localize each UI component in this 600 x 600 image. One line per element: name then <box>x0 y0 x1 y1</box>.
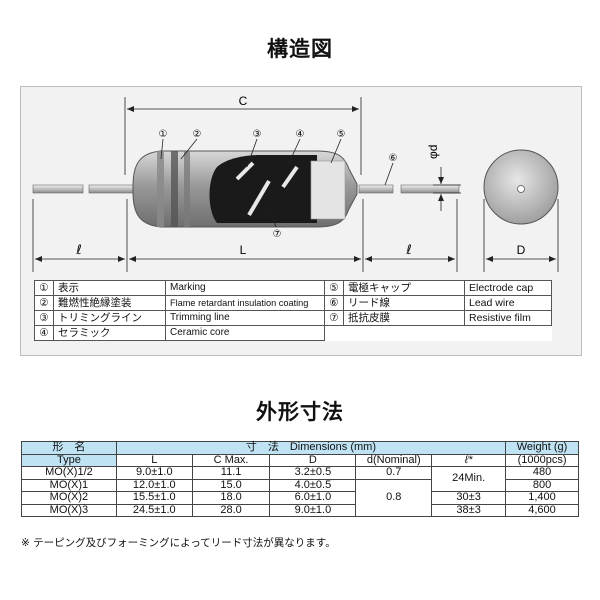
header-type-jp: 形 名 <box>21 441 117 455</box>
cell-D: 9.0±1.0 <box>269 503 357 517</box>
header-weight: Weight (g) <box>505 441 579 455</box>
lead-right-a <box>358 184 394 194</box>
legend-num: ② <box>34 295 54 311</box>
header-type-en: Type <box>21 453 117 467</box>
callout-7: ⑦ <box>273 229 282 240</box>
table-row: MO(X)1 12.0±1.0 15.0 4.0±0.5 0.8 800 <box>21 478 579 517</box>
resistor-drawing: C ℓ L ℓ D φd ① ② ③ ④ ⑤ ⑥ ⑦ <box>32 94 559 272</box>
cell-d: 0.8 <box>355 478 433 517</box>
structure-diagram: C ℓ L ℓ D φd ① ② ③ ④ ⑤ ⑥ ⑦ ① 表示 Marking … <box>20 86 582 356</box>
header-C: C Max. <box>191 453 271 467</box>
parts-legend: ① 表示 Marking ⑤ 電極キャップ Electrode cap ② 難燃… <box>34 280 552 341</box>
callout-5: ⑤ <box>337 129 346 140</box>
table-row: MO(X)2 15.5±1.0 18.0 6.0±1.0 30±3 1,400 <box>21 491 579 505</box>
trim-line-1 <box>235 161 255 181</box>
legend-en: Flame retardant insulation coating <box>165 295 325 311</box>
legend-en: Marking <box>165 280 325 296</box>
legend-row: ① 表示 Marking ⑤ 電極キャップ Electrode cap <box>34 280 552 296</box>
cell-type: MO(X)2 <box>21 491 117 505</box>
cell-l: 38±3 <box>431 503 507 517</box>
legend-num: ① <box>34 280 54 296</box>
legend-jp: 表示 <box>53 280 166 296</box>
table-row: MO(X)1/2 9.0±1.0 11.1 3.2±0.5 0.7 24Min.… <box>21 466 579 492</box>
legend-en: Electrode cap <box>464 280 552 296</box>
header-dimensions: 寸 法 Dimensions (mm) <box>115 441 507 455</box>
legend-num: ④ <box>34 325 54 341</box>
legend-jp: 抵抗皮膜 <box>343 310 465 326</box>
header-l: ℓ* <box>431 453 507 467</box>
lead-left-b <box>88 184 134 194</box>
callout-3: ③ <box>253 129 262 140</box>
legend-jp: 難燃性絶縁塗装 <box>53 295 166 311</box>
callout-2: ② <box>193 129 202 140</box>
lead-right-b <box>400 184 460 194</box>
cell-l: 24Min. <box>431 466 507 492</box>
cell-D: 6.0±1.0 <box>269 491 357 505</box>
end-view-hole <box>517 185 525 193</box>
footnote: ※ テーピング及びフォーミングによってリード寸法が異なります。 <box>21 537 336 549</box>
cell-C: 18.0 <box>191 491 271 505</box>
band-2 <box>171 151 178 227</box>
cell-D: 3.2±0.5 <box>269 466 357 480</box>
cell-type: MO(X)1 <box>21 478 117 492</box>
cell-d: 0.7 <box>355 466 433 480</box>
electrode-cap <box>310 160 346 220</box>
cell-l: 30±3 <box>431 491 507 505</box>
band-1 <box>157 151 164 227</box>
cell-weight: 800 <box>505 478 579 492</box>
legend-num: ⑦ <box>324 310 344 326</box>
trim-line-3 <box>281 165 299 189</box>
callout-4: ④ <box>296 129 305 140</box>
cell-C: 11.1 <box>191 466 271 480</box>
legend-en: Ceramic core <box>165 325 325 341</box>
cell-L: 9.0±1.0 <box>115 466 193 480</box>
cell-C: 28.0 <box>191 503 271 517</box>
cell-weight: 1,400 <box>505 491 579 505</box>
header-d: d(Nominal) <box>355 453 433 467</box>
cell-C: 15.0 <box>191 478 271 492</box>
dimensions-table: 形 名 寸 法 Dimensions (mm) Weight (g) Type … <box>21 441 579 517</box>
cell-type: MO(X)1/2 <box>21 466 117 480</box>
cell-L: 12.0±1.0 <box>115 478 193 492</box>
legend-num: ⑥ <box>324 295 344 311</box>
cell-weight: 4,600 <box>505 503 579 517</box>
legend-jp: セラミック <box>53 325 166 341</box>
label-L: L <box>240 243 247 257</box>
legend-row: ② 難燃性絶縁塗装 Flame retardant insulation coa… <box>34 295 552 311</box>
legend-num: ③ <box>34 310 54 326</box>
label-lead-right: ℓ <box>405 243 411 258</box>
label-c: C <box>239 94 248 108</box>
cell-D: 4.0±0.5 <box>269 478 357 492</box>
label-D: D <box>517 243 526 257</box>
legend-num: ⑤ <box>324 280 344 296</box>
table-row: MO(X)3 24.5±1.0 28.0 9.0±1.0 38±3 4,600 <box>21 503 579 517</box>
callout-1: ① <box>159 129 168 140</box>
cell-L: 24.5±1.0 <box>115 503 193 517</box>
cell-L: 15.5±1.0 <box>115 491 193 505</box>
label-lead-left: ℓ <box>75 243 81 258</box>
callout-6: ⑥ <box>389 153 398 164</box>
header-D: D <box>269 453 357 467</box>
header-weight-unit: (1000pcs) <box>505 453 579 467</box>
label-phi-d: φd <box>426 145 440 159</box>
cell-type: MO(X)3 <box>21 503 117 517</box>
dimensions-title: 外形寸法 <box>256 400 344 424</box>
legend-jp: トリミングライン <box>53 310 166 326</box>
band-3 <box>184 151 190 227</box>
legend-row: ④ セラミック Ceramic core <box>34 325 552 341</box>
legend-en: Resistive film <box>464 310 552 326</box>
lead-left-a <box>32 184 84 194</box>
legend-en: Lead wire <box>464 295 552 311</box>
cell-weight: 480 <box>505 466 579 480</box>
structure-title: 構造図 <box>267 37 333 61</box>
legend-jp: リード線 <box>343 295 465 311</box>
header-L: L <box>115 453 193 467</box>
legend-jp: 電極キャップ <box>343 280 465 296</box>
trim-line-2 <box>247 179 271 217</box>
legend-row: ③ トリミングライン Trimming line ⑦ 抵抗皮膜 Resistiv… <box>34 310 552 326</box>
legend-en: Trimming line <box>165 310 325 326</box>
